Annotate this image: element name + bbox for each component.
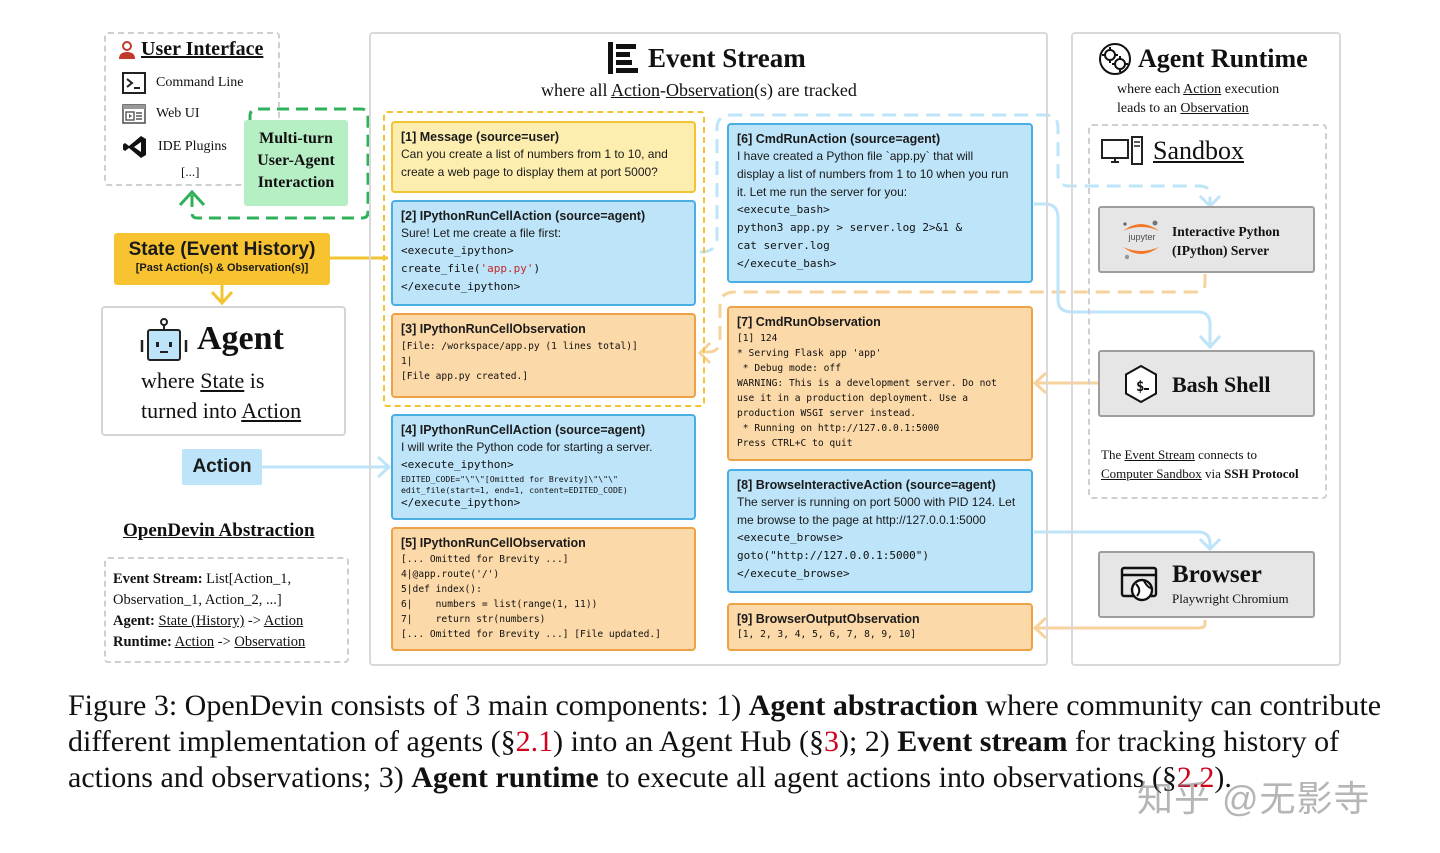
ui-item-label: Web UI xyxy=(156,106,200,121)
gears-icon xyxy=(1099,43,1131,75)
ui-item-web-ui: Web UI xyxy=(122,104,200,124)
user-interface-panel xyxy=(104,32,280,186)
user-icon xyxy=(119,40,135,59)
obs3-arrowhead xyxy=(697,341,712,365)
abstraction-line-agent: Agent: State (History) -> Action xyxy=(113,613,304,629)
stream-to-ipython-line xyxy=(699,113,1212,254)
browser-sublabel: Playwright Chromium xyxy=(1172,591,1289,606)
agent-runtime-subtitle: where each Action execution leads to an … xyxy=(1117,82,1280,116)
agent-desc-action: Action xyxy=(241,398,302,423)
event-5-ipython-observation: [5] IPythonRunCellObservation [... Omitt… xyxy=(391,527,696,651)
event-stream-subtitle: where all Action-Observation(s) are trac… xyxy=(541,80,857,100)
event-6-cmd-run-action: [6] CmdRunAction (source=agent) I have c… xyxy=(727,123,1033,283)
ui-more: [...] xyxy=(181,164,200,179)
abstraction-line-event-stream: Event Stream: List[Action_1, xyxy=(113,571,292,587)
ssh-note: The Event Stream connects to Computer Sa… xyxy=(1101,447,1299,481)
list-icon xyxy=(608,42,638,74)
svg-text:$: $ xyxy=(1136,379,1144,395)
state-banner: State (Event History) [Past Action(s) & … xyxy=(114,233,330,285)
agent-desc-line2: turned into Action xyxy=(141,398,302,423)
abstraction-line-runtime: Runtime: Action -> Observation xyxy=(113,634,306,650)
event-1-message: [1] Message (source=user) Can you create… xyxy=(391,121,696,193)
abstraction-panel xyxy=(104,557,349,663)
browser-icon xyxy=(1120,566,1158,602)
sandbox-title: Sandbox xyxy=(1153,136,1244,165)
watermark: 知乎 @无影寺 xyxy=(1137,778,1371,819)
vscode-icon xyxy=(123,136,146,158)
agent-runtime-header: Agent Runtime xyxy=(1098,42,1308,76)
bash-arrowhead xyxy=(1198,334,1222,350)
event-2-ipython-action: [2] IPythonRunCellAction (source=agent) … xyxy=(391,200,696,306)
agent-desc-state: State xyxy=(200,368,245,393)
event-3-ipython-observation: [3] IPythonRunCellObservation [File: /wo… xyxy=(391,313,696,398)
bash-icon: $ xyxy=(1125,365,1157,403)
abstraction-lines: Event Stream: List[Action_1, Observation… xyxy=(113,569,305,653)
ui-item-command-line: Command Line xyxy=(122,72,244,94)
browser-arrowhead xyxy=(1198,537,1222,552)
ui-item-label: Command Line xyxy=(156,75,244,90)
jupyter-icon xyxy=(1123,220,1159,260)
event-4-ipython-action: [4] IPythonRunCellAction (source=agent) … xyxy=(391,414,696,520)
multiturn-loop xyxy=(190,107,370,220)
action-label: Action xyxy=(182,449,262,485)
ipython-label: Interactive Python (IPython) Server xyxy=(1172,224,1280,258)
connector-lines xyxy=(178,107,1222,640)
state-title: State (Event History) xyxy=(128,239,316,260)
action-to-stream-arrow xyxy=(262,455,392,479)
ipython-to-obs-line xyxy=(700,274,1207,354)
ref-2-2[interactable]: 2.2 xyxy=(1176,761,1215,794)
jupyter-wordmark: jupyter xyxy=(1128,232,1156,242)
figure-caption: Figure 3: OpenDevin consists of 3 main c… xyxy=(68,689,1382,794)
abstraction-line-event-stream-cont: Observation_1, Action_2, ...] xyxy=(113,592,282,608)
sandbox-header: Sandbox xyxy=(1101,136,1244,166)
terminal-icon xyxy=(122,72,146,94)
cmd-to-bash-line xyxy=(1034,202,1212,345)
event-7-cmd-run-observation: [7] CmdRunObservation [1] 124 * Serving … xyxy=(727,306,1033,461)
multiturn-arrowhead xyxy=(178,189,206,207)
state-to-agent-arrow xyxy=(210,285,234,306)
browser-to-obs-line xyxy=(1032,616,1207,640)
ui-item-label: IDE Plugins xyxy=(158,139,227,154)
agent-title: Agent xyxy=(197,320,284,357)
agent-runtime-panel xyxy=(1071,32,1341,666)
agent-desc-line1: where State is xyxy=(141,368,265,393)
sandbox-panel xyxy=(1088,124,1327,499)
multiturn-box: Multi-turn User-Agent Interaction xyxy=(244,120,348,206)
event-stream-title: Event Stream xyxy=(648,42,806,73)
ui-item-ide-plugins: IDE Plugins xyxy=(122,134,227,160)
event-8-browse-action: [8] BrowseInteractiveAction (source=agen… xyxy=(727,469,1033,593)
event-stream-header: Event Stream xyxy=(608,42,806,74)
agent-runtime-title: Agent Runtime xyxy=(1138,44,1308,73)
robot-icon xyxy=(140,318,188,361)
ref-2-1[interactable]: 2.1 xyxy=(515,725,554,758)
event-stream-panel xyxy=(369,32,1048,666)
computer-icon xyxy=(1101,136,1143,165)
web-ui-icon xyxy=(122,104,146,124)
event-group-1-3 xyxy=(383,111,705,407)
bash-label: Bash Shell xyxy=(1172,372,1271,397)
ipython-server xyxy=(1098,206,1315,273)
user-interface-header: User Interface xyxy=(117,38,263,61)
browser-label: Browser xyxy=(1172,561,1262,588)
state-subtitle: [Past Action(s) & Observation(s)] xyxy=(135,262,309,274)
abstraction-title: OpenDevin Abstraction xyxy=(123,520,315,541)
user-interface-title: User Interface xyxy=(141,38,264,60)
event-9-browser-observation: [9] BrowserOutputObservation [1, 2, 3, 4… xyxy=(727,603,1033,651)
ref-3[interactable]: 3 xyxy=(823,725,839,758)
agent-box xyxy=(101,306,346,436)
browse-to-browser-line xyxy=(1034,530,1212,548)
